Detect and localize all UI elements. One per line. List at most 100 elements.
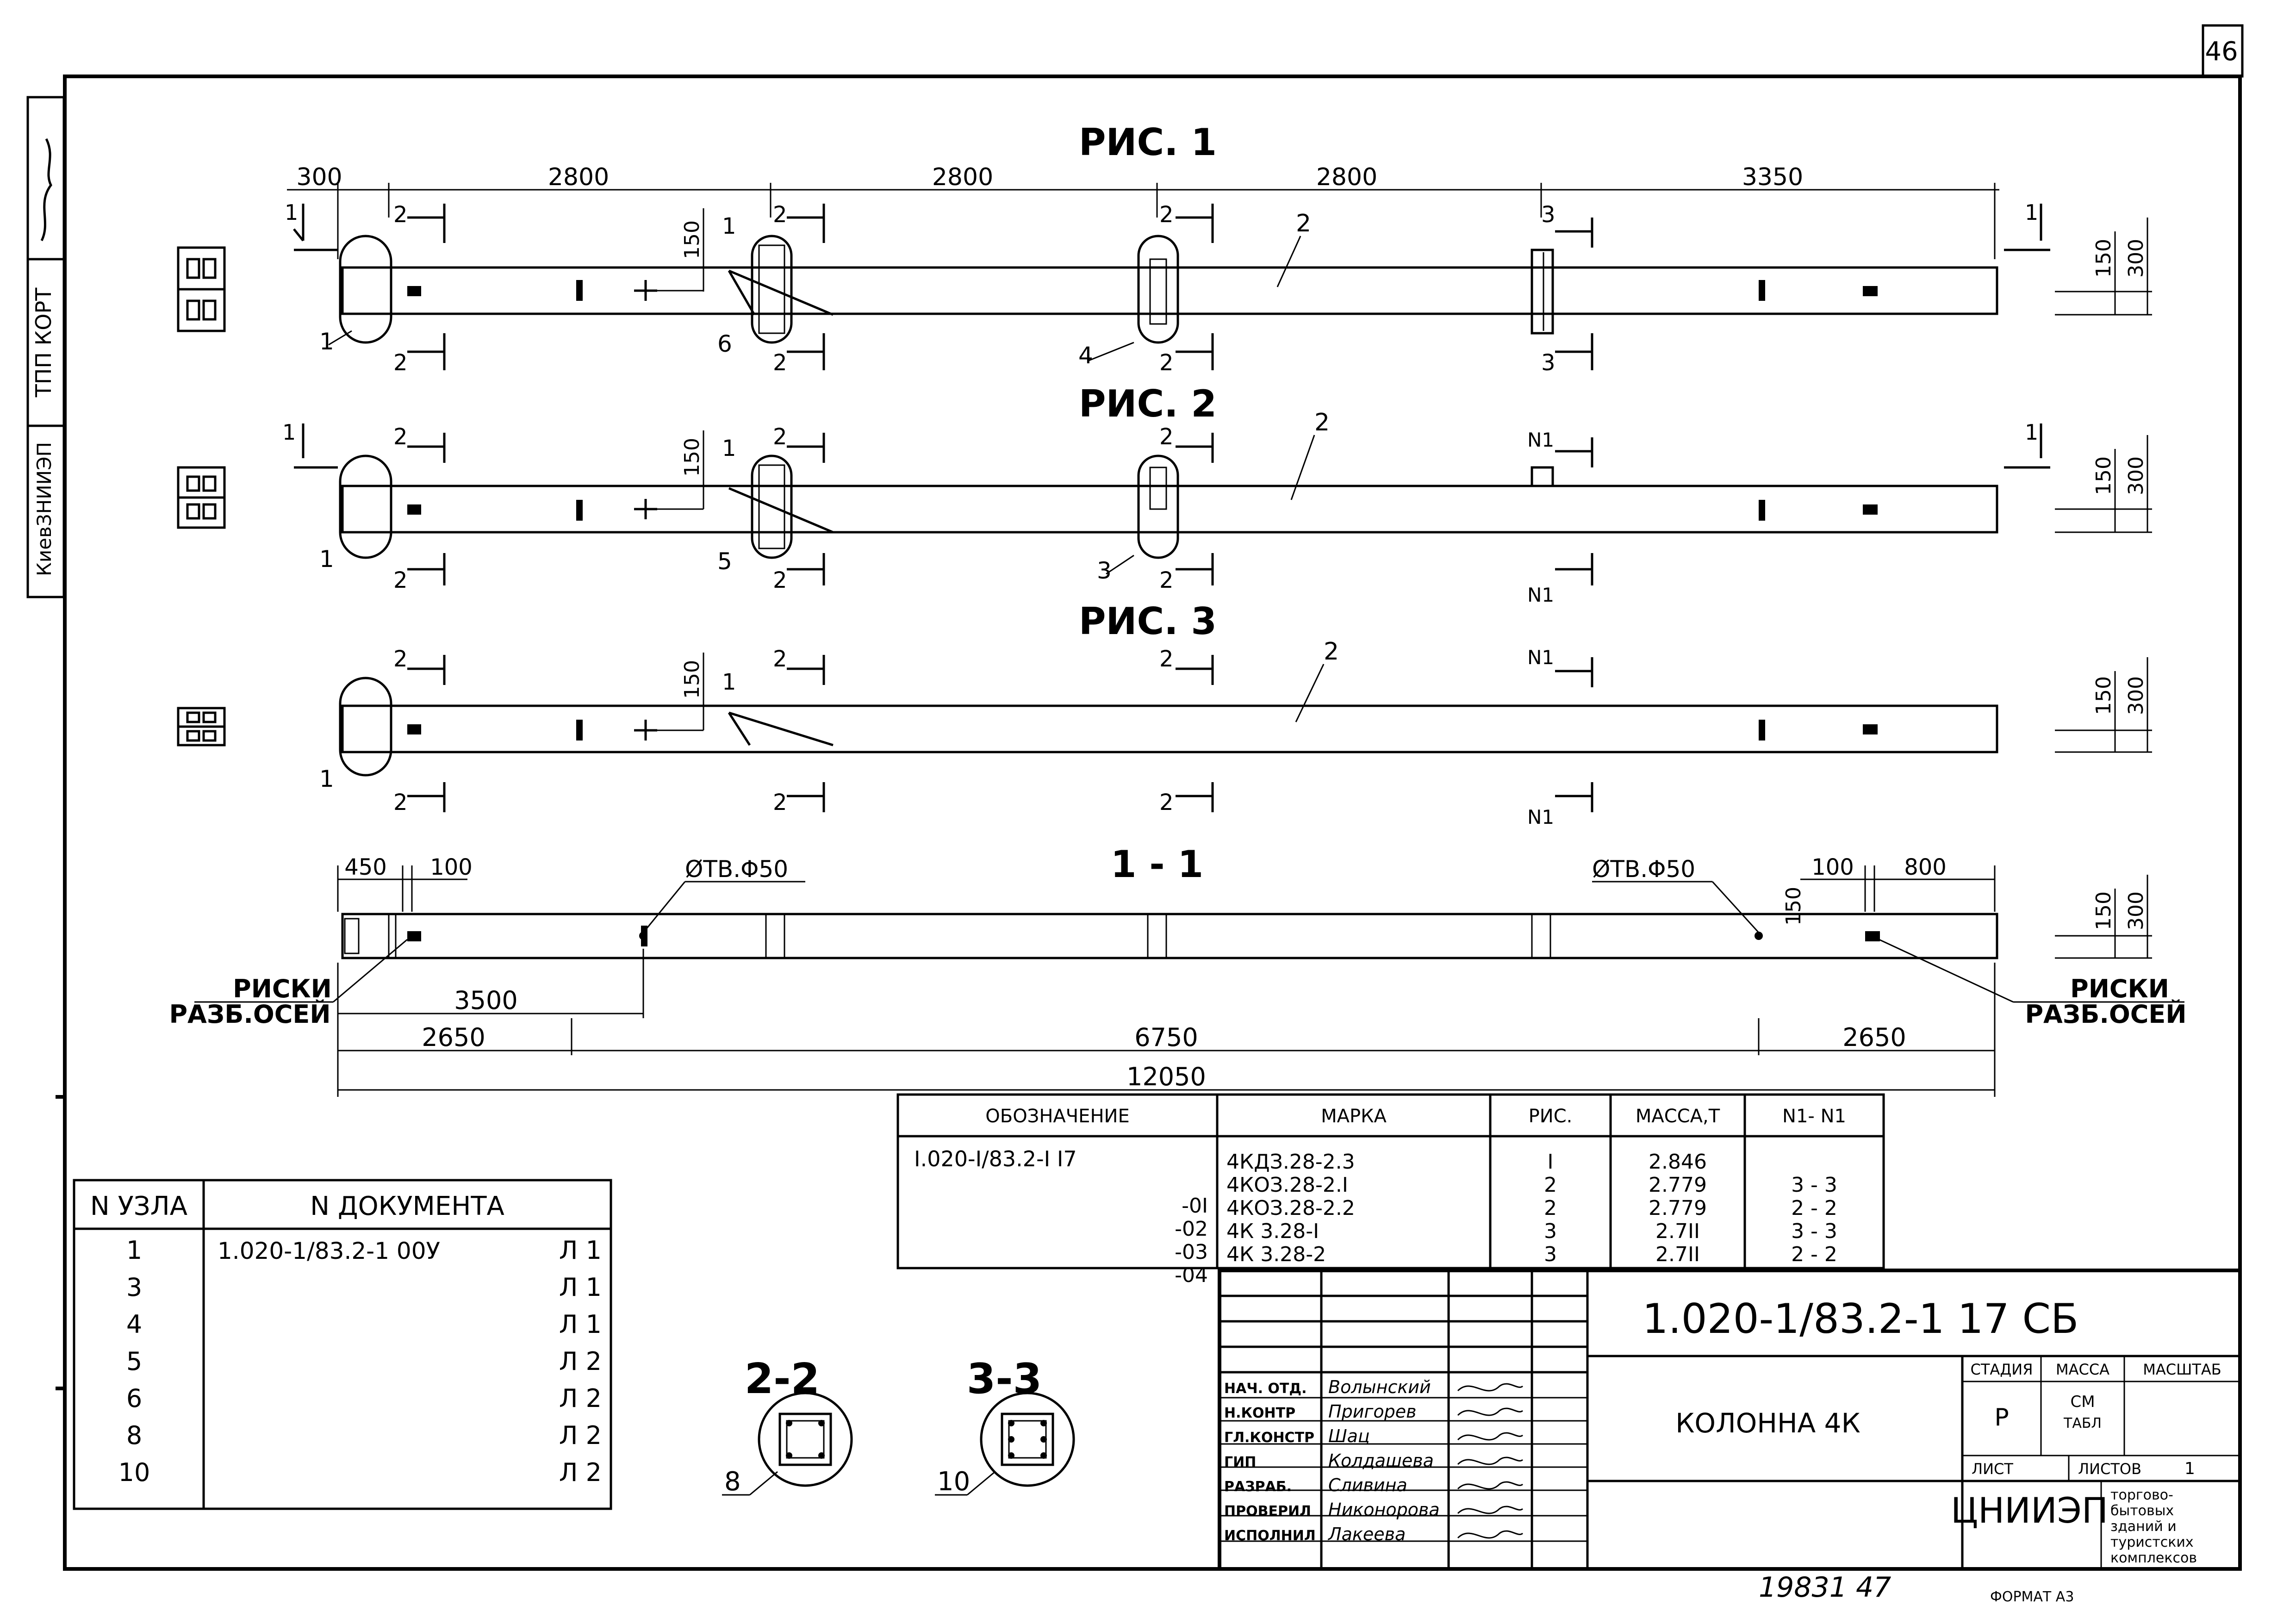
scale-label: МАСШТАБ <box>2143 1361 2221 1378</box>
role-signature <box>1457 1383 1524 1392</box>
inventory-number: 19831 47 <box>1759 1571 1891 1604</box>
spec-header-fig: РИС. <box>1529 1106 1573 1127</box>
role-signature <box>1457 1432 1524 1441</box>
stage-value: Р <box>1994 1404 2009 1431</box>
fig3-column <box>339 677 1998 777</box>
format-label: ФОРМАТ А3 <box>1990 1589 2074 1605</box>
side-stamp-org2: ТПП КОРТ <box>31 287 56 398</box>
fig2-node-2: 2 <box>1314 409 1330 436</box>
fig3-sec2-c-top: 2 <box>1159 646 1174 672</box>
fig2-sec2-b-bot: 2 <box>773 567 787 593</box>
org-description-line: комплексов <box>2110 1550 2197 1566</box>
sheets-label: ЛИСТОВ <box>2078 1460 2141 1478</box>
role-title: ГЛ.КОНСТР <box>1224 1430 1314 1446</box>
fig2-sec2-a-bot: 2 <box>393 567 408 593</box>
fig1-sec2-c-top: 2 <box>1159 202 1174 228</box>
fig3-sec2-b-bot: 2 <box>773 790 787 815</box>
fig2-dim150-right: 150 <box>2092 456 2116 495</box>
sec11-dim-100-right: 100 <box>1811 854 1854 880</box>
side-stamp <box>26 96 65 598</box>
node-row-sheet: Л 1 <box>559 1236 602 1265</box>
spec-row-mark: 4К 3.28-2 <box>1226 1243 1326 1266</box>
fig3-sec2-a-bot: 2 <box>393 790 408 815</box>
spec-row-fig: 2 <box>1544 1196 1557 1220</box>
fig1-column <box>339 235 1998 344</box>
section-2-2-title: 2-2 <box>745 1355 820 1403</box>
role-title: РАЗРАБ. <box>1224 1479 1292 1495</box>
spec-row-n1: 3 - 3 <box>1791 1173 1837 1197</box>
fig2-end-icon <box>177 466 226 529</box>
spec-row-fig: 3 <box>1544 1243 1557 1266</box>
spec-row-mark: 4КОЗ.28-2.I <box>1226 1173 1348 1197</box>
fig2-dim150-mid: 150 <box>680 438 704 477</box>
sec11-dim300: 300 <box>2124 891 2148 930</box>
role-signature <box>1457 1481 1524 1490</box>
fig1-title: РИС. 1 <box>1079 121 1217 164</box>
mass-value-1: СМ <box>2070 1393 2095 1411</box>
node-row-number: 3 <box>126 1273 142 1302</box>
role-title: Н.КОНТР <box>1224 1405 1295 1421</box>
org-description-line: бытовых <box>2110 1503 2174 1519</box>
fig2-secN1-top: N1 <box>1527 429 1554 451</box>
fig1-dim-3350: 3350 <box>1742 163 1803 191</box>
page-number-box <box>2202 24 2244 78</box>
marks-left-line1: РИСКИ <box>233 974 332 1003</box>
fig2-sec2-c-top: 2 <box>1159 424 1174 450</box>
fig1-dim-300: 300 <box>296 163 342 191</box>
role-title: НАЧ. ОТД. <box>1224 1381 1307 1397</box>
spec-row-mark: 4К 3.28-I <box>1226 1220 1319 1243</box>
spec-row-n1: 3 - 3 <box>1791 1220 1837 1243</box>
page-number: 46 <box>2205 37 2238 67</box>
spec-table <box>896 1093 1885 1269</box>
spec-row-fig: 2 <box>1544 1173 1557 1197</box>
fig2-node-3: 3 <box>1097 557 1112 584</box>
role-title: ПРОВЕРИЛ <box>1224 1503 1311 1519</box>
spec-base-designation: I.020-I/83.2-I I7 <box>914 1146 1077 1171</box>
fig1-node-1b: 1 <box>722 213 736 239</box>
fig3-sec2-b-top: 2 <box>773 646 787 672</box>
spec-row-mass: 2.7II <box>1655 1243 1700 1266</box>
fig2-sec2-a-top: 2 <box>393 424 408 450</box>
spec-row-n1: 2 - 2 <box>1791 1243 1837 1266</box>
spec-header-mark: МАРКА <box>1321 1106 1387 1127</box>
node-table <box>73 1179 612 1510</box>
section-3-3-node: 10 <box>937 1467 970 1497</box>
side-stamp-org1: КиевЗНИИЭП <box>33 442 56 576</box>
node-row-number: 8 <box>126 1421 142 1450</box>
fig3-secN1-top: N1 <box>1527 646 1554 669</box>
fig1-dim-2800a: 2800 <box>548 163 609 191</box>
spec-row-suffix: -04 <box>1175 1263 1208 1287</box>
node-row-number: 1 <box>126 1236 142 1265</box>
spec-row-n1: 2 - 2 <box>1791 1196 1837 1220</box>
fig2-cut1-right: 1 <box>2025 420 2038 445</box>
fig1-sec2-a-bot: 2 <box>393 350 408 376</box>
fig1-sec2-b-top: 2 <box>773 202 787 228</box>
node-row-sheet: Л 2 <box>559 1347 602 1376</box>
spec-row-mass: 2.779 <box>1649 1196 1707 1220</box>
fig3-node-1b: 1 <box>722 669 736 695</box>
fig3-end-icon <box>177 707 226 747</box>
fig3-dim300-right: 300 <box>2124 676 2148 715</box>
org-name: ЦНИИЭП <box>1951 1490 2108 1531</box>
fig1-sec3-top: 3 <box>1541 202 1556 228</box>
spec-row-mass: 2.846 <box>1649 1150 1707 1174</box>
spec-row-suffix: -03 <box>1175 1240 1208 1264</box>
sec11-dim-100-left: 100 <box>430 854 473 880</box>
marks-right-line1: РИСКИ <box>2070 974 2169 1003</box>
fig1-dim300-right: 300 <box>2124 239 2148 278</box>
role-title: ИСПОЛНИЛ <box>1224 1528 1316 1544</box>
fig3-sec2-a-top: 2 <box>393 646 408 672</box>
node-row-sheet: Л 1 <box>559 1273 602 1302</box>
node-row-number: 10 <box>118 1458 150 1487</box>
fig1-dim-2800c: 2800 <box>1316 163 1377 191</box>
role-person: Пригорев <box>1328 1401 1417 1422</box>
fig2-dim300-right: 300 <box>2124 456 2148 495</box>
role-person: Никонорова <box>1328 1500 1440 1520</box>
node-row-sheet: Л 1 <box>559 1310 602 1339</box>
title-block-code: 1.020-1/83.2-1 17 СБ <box>1643 1295 2079 1343</box>
role-person: Колдашева <box>1328 1450 1434 1471</box>
role-signature <box>1457 1506 1524 1514</box>
section-3-3-drawing <box>980 1392 1075 1487</box>
section-1-1-column <box>341 913 1998 959</box>
